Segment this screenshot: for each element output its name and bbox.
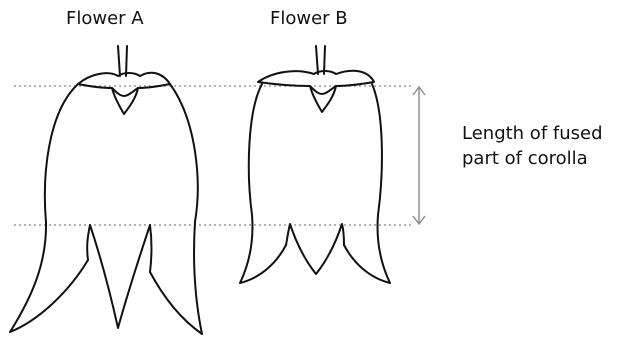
flower-b-label: Flower B [270,9,348,30]
flower-a-drawing [10,46,202,334]
length-annotation-line-2: part of corolla [462,146,632,171]
flower-b-drawing [240,46,390,283]
length-annotation: Length of fused part of corolla [462,121,632,171]
length-annotation-line-1: Length of fused [462,121,632,146]
flower-a-label: Flower A [66,9,144,30]
length-arrow [413,87,425,224]
